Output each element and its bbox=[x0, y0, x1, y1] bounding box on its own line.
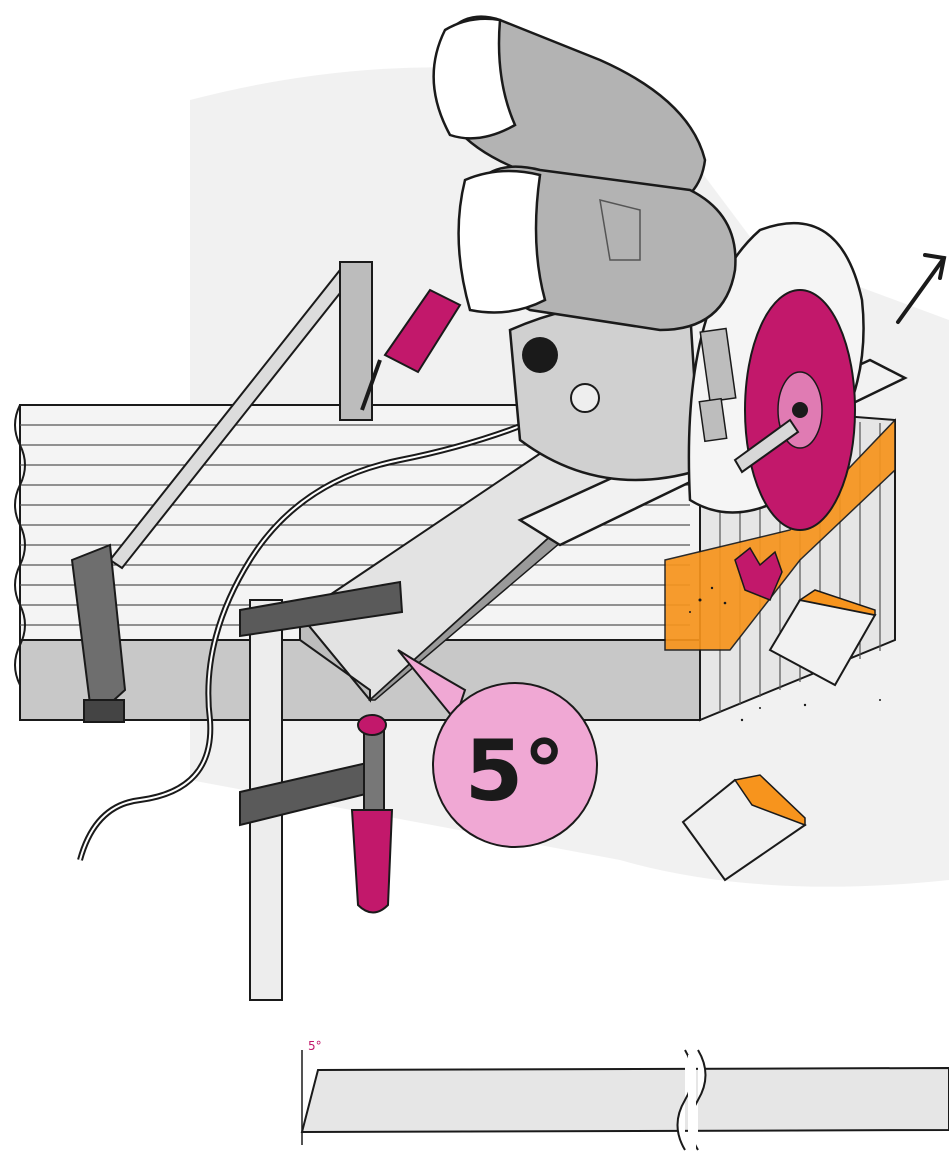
angle-label-bubble: 5° bbox=[465, 722, 565, 820]
bevel-detail-diagram: 5° bbox=[302, 1039, 949, 1150]
angle-label-detail: 5° bbox=[308, 1039, 322, 1053]
